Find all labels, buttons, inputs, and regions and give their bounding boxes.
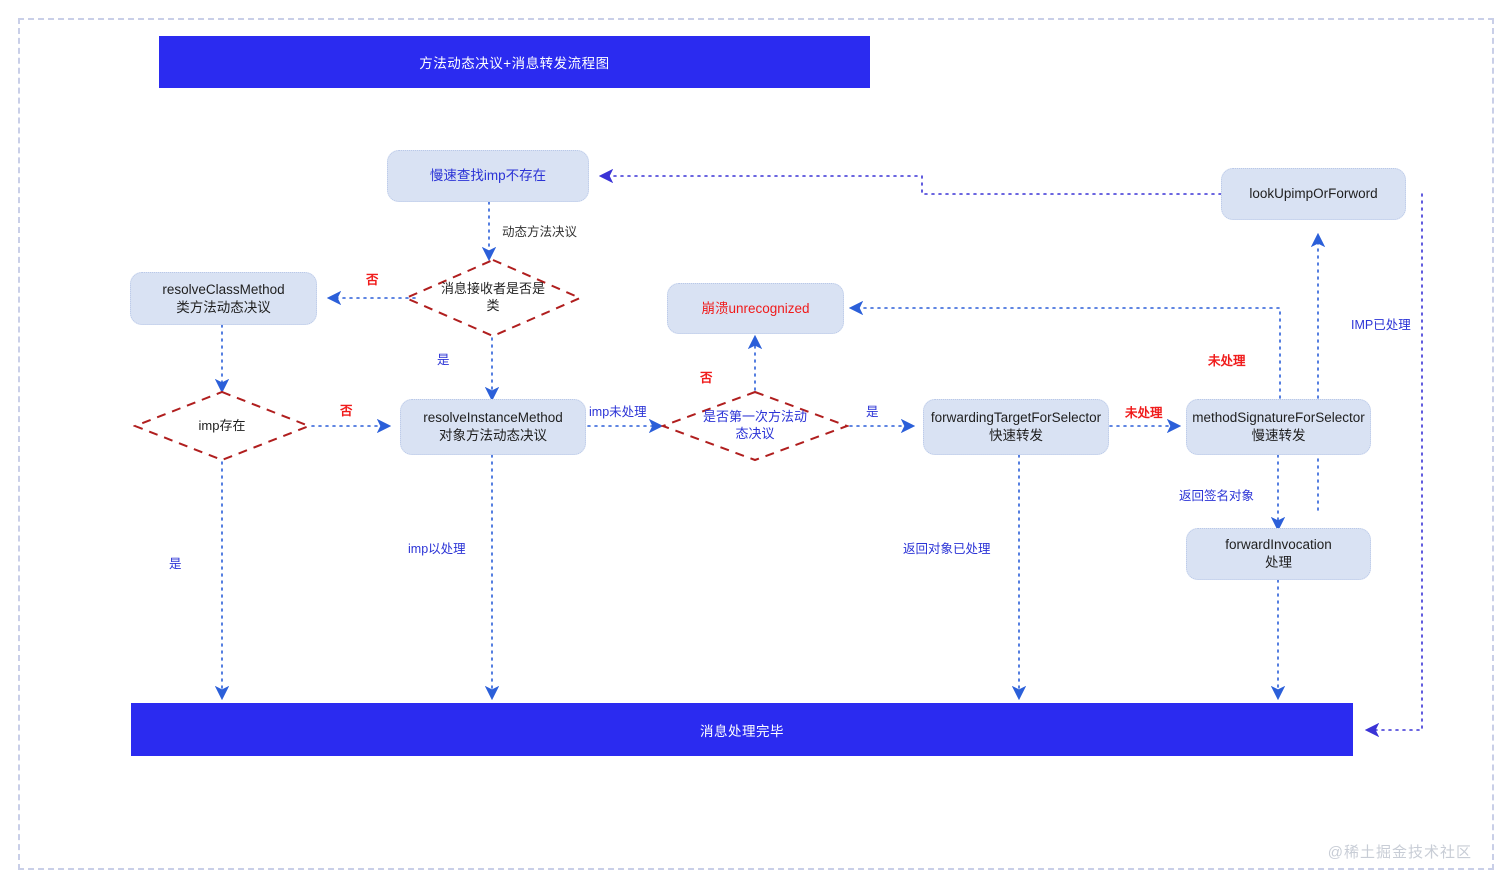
node-slow-lookup[interactable]: 慢速查找imp不存在 [387,150,589,202]
diamond-shape-icon [661,390,849,462]
edge-label-dynamic-method-resolve: 动态方法决议 [502,225,578,239]
edge-label-unhandled-signature: 未处理 [1208,354,1246,368]
node-resolve-class-method-line1: resolveClassMethod [162,281,285,297]
node-method-signature-line1: methodSignatureForSelector [1192,410,1365,426]
decision-receiver-line1: 消息接收者是否是 [440,281,545,297]
decision-receiver-is-class[interactable]: 消息接收者是否是 类 [404,258,582,338]
footer-banner: 消息处理完毕 [131,703,1353,756]
edge-label-return-signature-object: 返回签名对象 [1179,489,1255,503]
node-crash-label: 崩溃unrecognized [701,300,810,316]
decision-first-resolve-line2: 态决议 [735,426,775,441]
node-forwarding-target-for-selector[interactable]: forwardingTargetForSelector 快速转发 [923,399,1109,455]
decision-first-resolve-line1: 是否第一次方法动 [702,409,807,425]
page-title: 方法动态决议+消息转发流程图 [419,56,610,71]
title-banner: 方法动态决议+消息转发流程图 [159,36,870,88]
decision-first-dynamic-resolve[interactable]: 是否第一次方法动 态决议 [661,390,849,462]
edge-label-no-receiver-class: 否 [366,273,379,287]
node-resolve-class-method-line2: 类方法动态决议 [176,299,271,315]
node-slow-lookup-label: 慢速查找imp不存在 [429,168,547,184]
decision-imp-exists[interactable]: imp存在 [133,390,311,462]
decision-receiver-is-class-label: 消息接收者是否是 类 [424,281,563,315]
edge-label-yes-imp-exists: 是 [169,557,182,571]
node-crash-unrecognized[interactable]: 崩溃unrecognized [667,283,844,334]
node-resolve-class-method[interactable]: resolveClassMethod 类方法动态决议 [130,272,317,325]
node-lookup-imp-or-forward-label: lookUpimpOrForword [1249,186,1378,202]
edge-label-unhandled-fast-forward: 未处理 [1125,406,1163,420]
edge-label-imp-handled: imp以处理 [408,542,466,556]
node-forward-invocation-line1: forwardInvocation [1225,537,1332,553]
node-method-signature-label: methodSignatureForSelector 慢速转发 [1192,409,1365,445]
node-forwarding-target-label: forwardingTargetForSelector 快速转发 [931,409,1101,445]
edge-label-yes-receiver-class: 是 [437,353,450,367]
node-forwarding-target-line2: 快速转发 [988,428,1043,443]
node-forward-invocation[interactable]: forwardInvocation 处理 [1186,528,1371,580]
node-resolve-class-method-label: resolveClassMethod 类方法动态决议 [162,281,284,317]
node-resolve-instance-method-line1: resolveInstanceMethod [423,410,563,426]
edge-label-return-object-handled: 返回对象已处理 [903,542,991,556]
edge-label-no-imp-exists: 否 [340,404,353,418]
node-resolve-instance-method-label: resolveInstanceMethod 对象方法动态决议 [423,409,563,445]
edge-label-yes-first-resolve: 是 [866,405,879,419]
node-method-signature-for-selector[interactable]: methodSignatureForSelector 慢速转发 [1186,399,1371,455]
node-forward-invocation-label: forwardInvocation 处理 [1225,536,1332,572]
watermark: @稀土掘金技术社区 [1327,844,1472,861]
decision-receiver-line2: 类 [486,298,500,313]
node-lookup-imp-or-forward[interactable]: lookUpimpOrForword [1221,168,1406,220]
footer-banner-label: 消息处理完毕 [700,723,784,739]
node-resolve-instance-method-line2: 对象方法动态决议 [439,428,547,443]
edge-label-no-first-resolve: 否 [700,371,713,385]
edge-label-imp-done: IMP已处理 [1351,318,1411,332]
node-forward-invocation-line2: 处理 [1265,555,1292,570]
node-method-signature-line2: 慢速转发 [1251,428,1306,443]
edge-label-imp-unhandled: imp未处理 [589,405,647,419]
diamond-shape-icon [133,390,311,462]
diagram-border [18,18,1494,870]
node-resolve-instance-method[interactable]: resolveInstanceMethod 对象方法动态决议 [400,399,586,455]
decision-imp-exists-label: imp存在 [198,417,246,433]
node-forwarding-target-line1: forwardingTargetForSelector [930,410,1102,426]
decision-first-dynamic-resolve-label: 是否第一次方法动 态决议 [682,409,829,443]
